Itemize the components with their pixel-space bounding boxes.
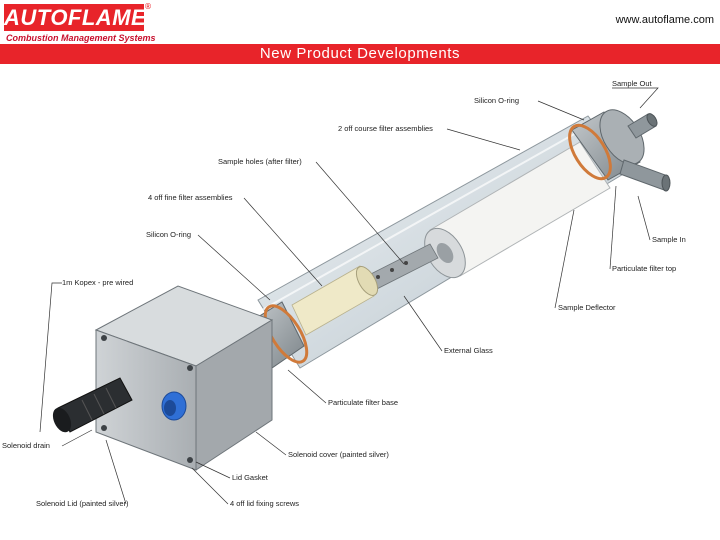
label-solenoid-drain: Solenoid drain xyxy=(2,441,50,450)
coarse-filter-assembly xyxy=(424,141,611,279)
label-silicon-oring-top: Silicon O-ring xyxy=(474,96,519,105)
label-kopex: 1m Kopex - pre wired xyxy=(62,278,133,287)
label-fixing-screws: 4 off lid fixing screws xyxy=(230,499,299,508)
leader-lines xyxy=(39,87,659,505)
solenoid-box xyxy=(94,285,274,471)
label-external-glass: External Glass xyxy=(444,346,493,355)
blue-fitting xyxy=(161,391,187,421)
lid-screw xyxy=(187,457,193,463)
fine-filter-assembly xyxy=(291,265,379,336)
label-coarse-filters: 2 off course filter assemblies xyxy=(338,124,433,133)
autoflame-logo: AUTOFLAME ® Combustion Management System… xyxy=(4,2,156,46)
label-sample-out: Sample Out xyxy=(612,79,653,88)
label-sample-in: Sample In xyxy=(652,235,686,244)
label-filter-base: Particulate filter base xyxy=(328,398,398,407)
lid-screw xyxy=(101,425,107,431)
label-filter-top: Particulate filter top xyxy=(612,264,676,273)
label-sample-holes: Sample holes (after filter) xyxy=(218,157,302,166)
kopex-connector xyxy=(52,377,133,433)
label-solenoid-cover: Solenoid cover (painted silver) xyxy=(288,450,389,459)
sample-in-pipe xyxy=(619,159,671,192)
logo-tagline: Combustion Management Systems xyxy=(6,33,156,43)
title-banner: New Product Developments xyxy=(0,44,720,64)
sample-out-pipe xyxy=(627,113,658,139)
slide-title: New Product Developments xyxy=(259,45,461,62)
label-sample-deflector: Sample Deflector xyxy=(558,303,616,312)
label-fine-filters: 4 off fine filter assemblies xyxy=(148,193,233,202)
label-lid-gasket: Lid Gasket xyxy=(232,473,269,482)
lid-screw xyxy=(187,365,193,371)
label-solenoid-lid: Solenoid Lid (painted silver) xyxy=(36,499,129,508)
registered-mark: ® xyxy=(144,2,152,11)
logo-wordmark: AUTOFLAME xyxy=(4,4,147,31)
label-silicon-oring-mid: Silicon O-ring xyxy=(146,230,191,239)
lid-screw xyxy=(101,335,107,341)
website-url: www.autoflame.com xyxy=(615,14,714,26)
